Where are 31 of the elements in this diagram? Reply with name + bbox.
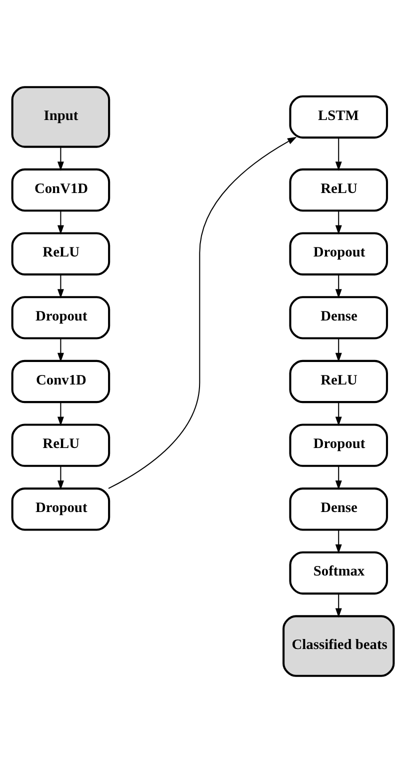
arrow: [57, 274, 64, 298]
arrow: [108, 136, 297, 488]
arrow: [335, 402, 342, 426]
node-box: ReLU: [289, 359, 388, 403]
node-box: Input: [11, 86, 110, 148]
arrow: [335, 338, 342, 362]
arrow: [57, 146, 64, 170]
node-box: ReLU: [289, 168, 388, 212]
arrow: [335, 466, 342, 490]
arrow: [335, 593, 342, 618]
node-box: Dropout: [289, 423, 388, 466]
arrow: [57, 402, 64, 426]
node-box: ConV1D: [11, 168, 110, 212]
arrow: [335, 530, 342, 554]
node-box: Dropout: [289, 232, 388, 275]
arrow: [335, 137, 342, 170]
node-box: ReLU: [11, 232, 110, 275]
arrow: [57, 466, 64, 490]
arrow: [335, 274, 342, 298]
node-box: Dense: [289, 296, 388, 339]
arrow: [57, 338, 64, 362]
arrow: [57, 210, 64, 234]
node-box: Dropout: [11, 487, 110, 530]
arrow: [335, 210, 342, 234]
node-box: Conv1D: [11, 359, 110, 403]
node-box: Dropout: [11, 296, 110, 339]
node-box: Classified beats: [282, 614, 395, 676]
node-box: Dense: [289, 487, 388, 530]
node-box: LSTM: [289, 94, 388, 138]
node-box: Softmax: [289, 550, 388, 594]
node-box: ReLU: [11, 423, 110, 466]
